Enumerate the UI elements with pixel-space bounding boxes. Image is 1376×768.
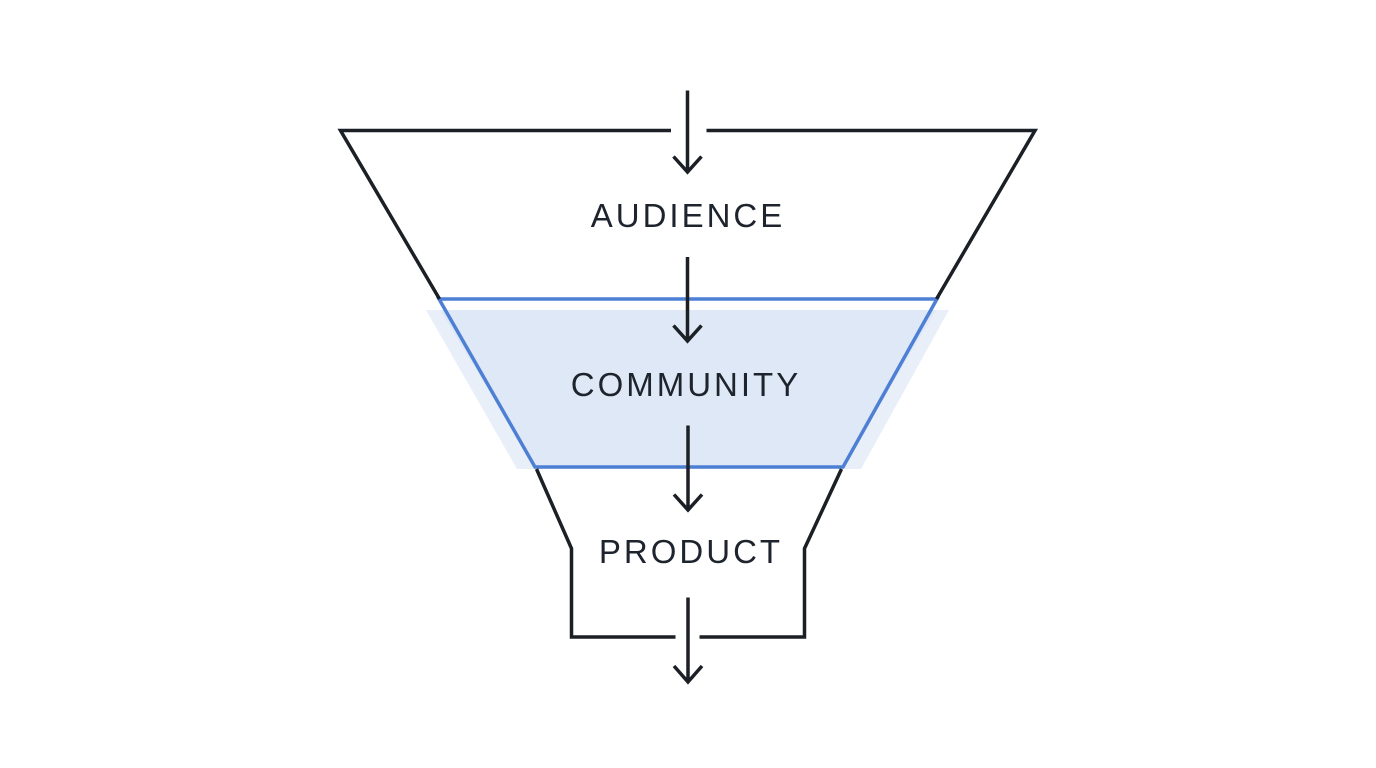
- arrow-community-to-product-down-icon: [672, 425, 704, 513]
- community-stage-border: [435, 297, 940, 469]
- funnel-outline-top-right: [706, 128, 1039, 300]
- funnel-outline-top-left: [337, 128, 671, 300]
- funnel-outline-bottom-right: [699, 468, 844, 639]
- arrow-into-funnel-down-icon: [672, 90, 703, 175]
- arrow-out-of-funnel-down-icon: [672, 597, 704, 685]
- arrow-audience-to-community-down-icon: [672, 257, 703, 344]
- stage-label-product: PRODUCT: [599, 533, 783, 570]
- stage-label-community: COMMUNITY: [571, 366, 801, 403]
- stage-label-audience: AUDIENCE: [591, 197, 786, 234]
- funnel-outline-bottom-left: [534, 468, 676, 639]
- community-stage-fill: [440, 310, 936, 467]
